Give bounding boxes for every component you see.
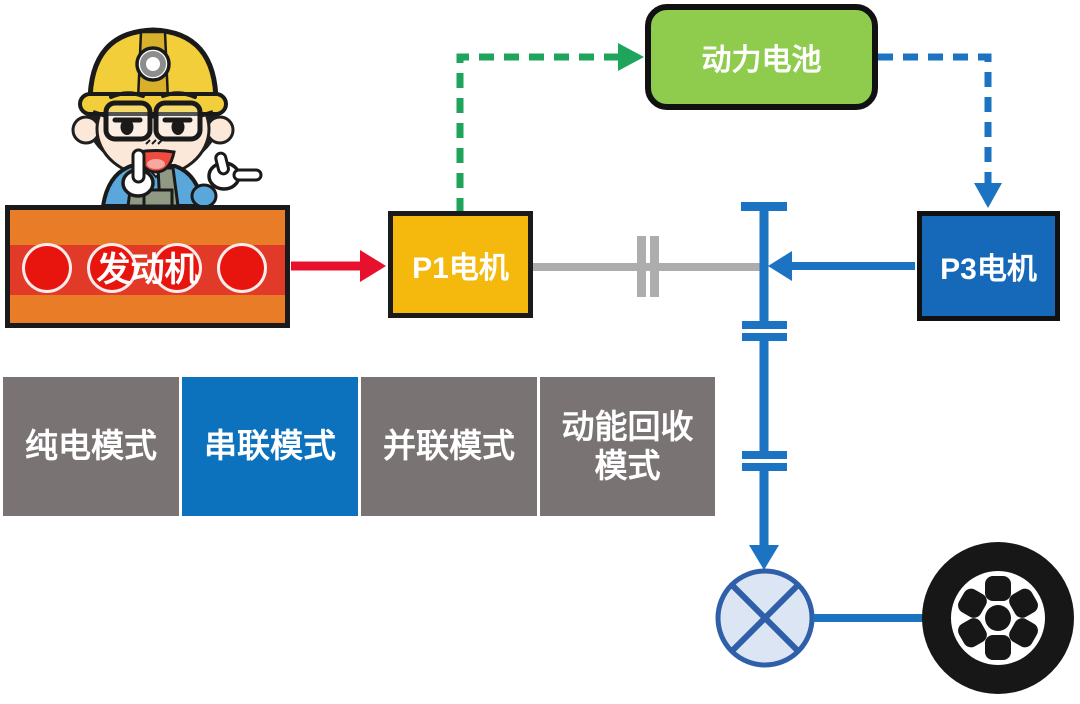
- p1-clutch-shaft-line: [531, 236, 760, 297]
- battery-label: 动力电池: [701, 44, 822, 77]
- tab-pure-electric-mode[interactable]: 纯电模式: [3, 377, 179, 516]
- battery-to-p3-dashed-arrow: [878, 53, 1002, 208]
- engine-box: 发动机: [5, 205, 290, 328]
- battery-box: 动力电池: [645, 4, 878, 110]
- p1-to-battery-dashed-arrow: [456, 43, 644, 213]
- clutch-icon: [637, 236, 659, 297]
- engine-cylinder-icon: [87, 243, 137, 293]
- tab-parallel-label: 并联模式: [383, 427, 515, 465]
- engine-cylinder-icon: [152, 243, 202, 293]
- p3-to-shaft-arrow: [768, 251, 915, 281]
- differential-icon: [715, 568, 815, 668]
- engineer-character-icon: [71, 27, 263, 209]
- gearbox-shaft: [741, 202, 787, 570]
- p3-motor-box: P3电机: [917, 211, 1060, 321]
- engine-to-p1-arrow: [291, 250, 386, 282]
- tab-energy-recovery-mode[interactable]: 动能回收模式: [540, 377, 715, 516]
- gear-pair-icon-lower: [742, 451, 787, 471]
- engine-cylinder-icon: [217, 243, 267, 293]
- engine-cylinder-icon: [22, 243, 72, 293]
- tab-pure-electric-label: 纯电模式: [25, 427, 157, 465]
- wheel-icon: [922, 542, 1074, 694]
- tab-series-label: 串联模式: [204, 427, 336, 465]
- tab-parallel-mode[interactable]: 并联模式: [361, 377, 537, 516]
- engine-label: 发动机: [96, 251, 199, 289]
- tab-series-mode[interactable]: 串联模式: [182, 377, 358, 516]
- p1-motor-box: P1电机: [388, 211, 533, 318]
- mode-tab-bar: 纯电模式 串联模式 并联模式 动能回收模式: [0, 377, 1080, 516]
- p3-motor-label: P3电机: [940, 253, 1037, 286]
- gear-pair-icon-upper: [742, 321, 787, 341]
- tab-energy-recovery-label: 动能回收模式: [561, 407, 694, 484]
- p1-motor-label: P1电机: [412, 251, 509, 285]
